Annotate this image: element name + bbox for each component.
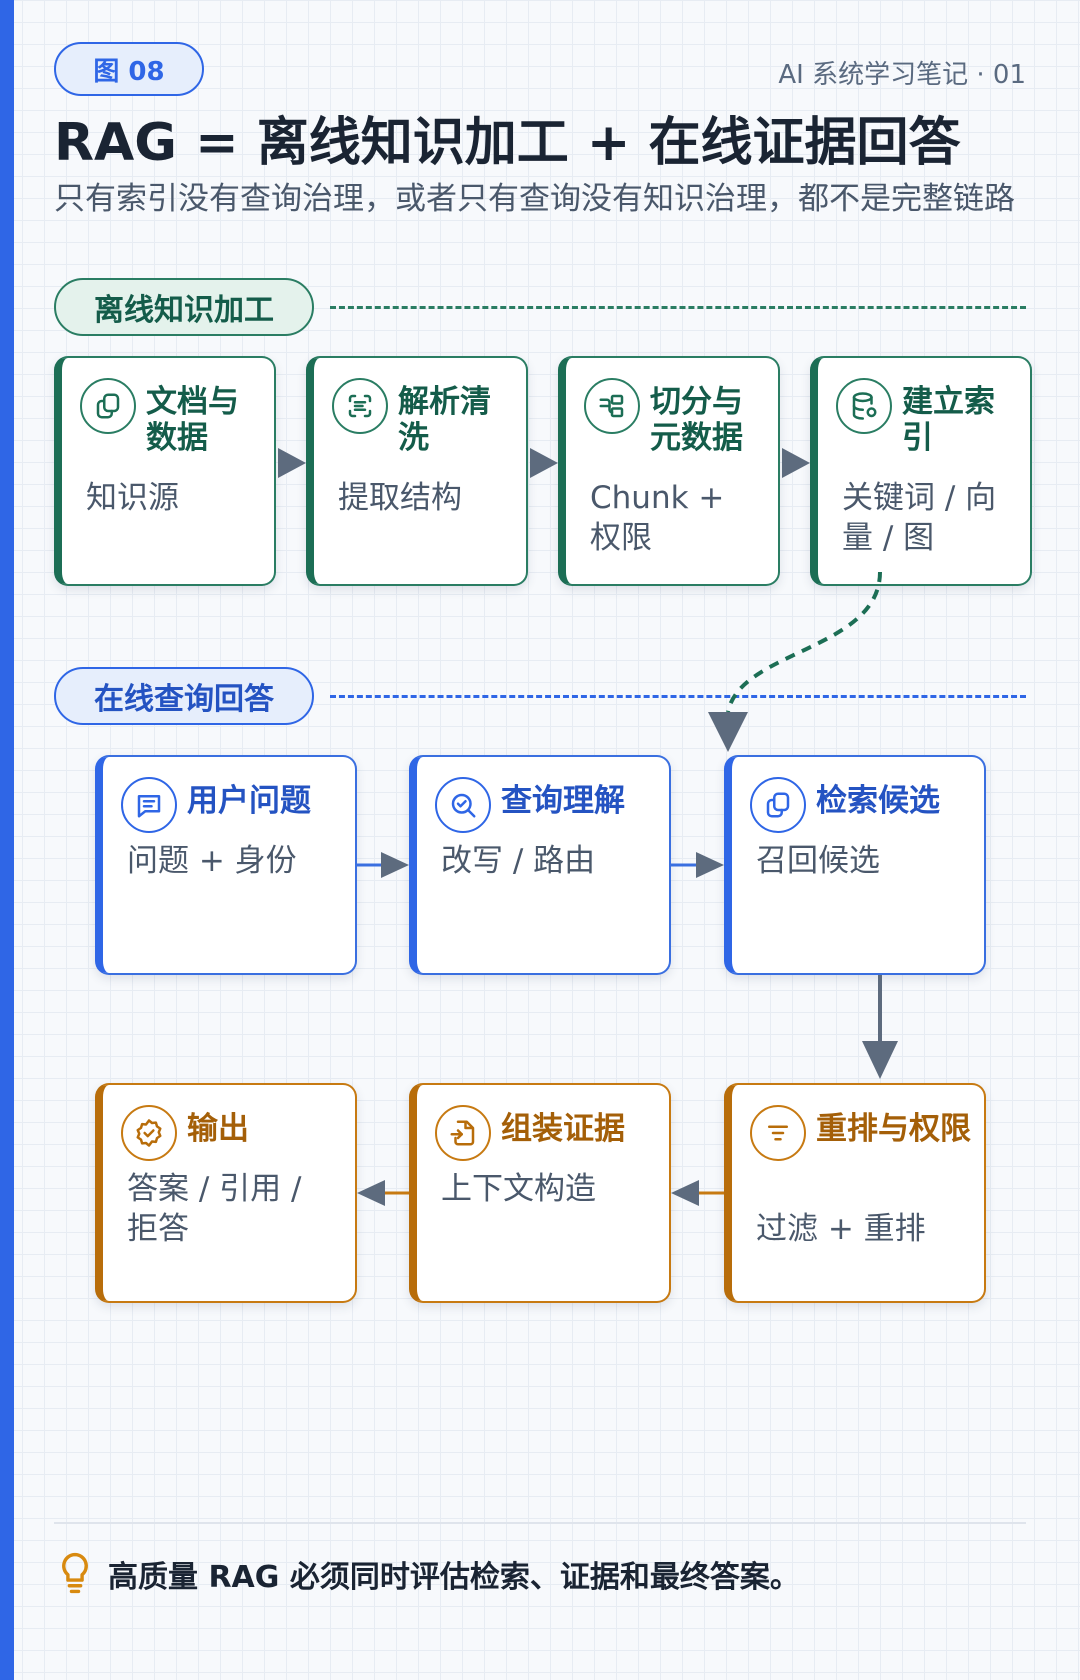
step-description: 关键词 / 向量 / 图	[842, 480, 997, 556]
online-step-query-understanding: 查询理解 改写 / 路由	[409, 755, 671, 975]
message-icon	[121, 777, 177, 833]
badge-check-icon	[121, 1105, 177, 1161]
step-title: 建立索引	[902, 384, 995, 456]
series-label: AI 系统学习笔记 · 01	[778, 60, 1026, 90]
online-section-divider	[330, 695, 1026, 698]
documents-icon	[80, 378, 136, 434]
assemble-icon	[435, 1105, 491, 1161]
step-title: 文档与数据	[146, 384, 239, 456]
step-description: 过滤 + 重排	[756, 1211, 926, 1247]
figure-badge: 图 08	[54, 42, 204, 96]
footer-note: 高质量 RAG 必须同时评估检索、证据和最终答案。	[108, 1560, 800, 1595]
step-description: 答案 / 引用 / 拒答	[127, 1171, 302, 1247]
offline-step-parse: 解析清洗 提取结构	[306, 356, 528, 586]
footer-divider	[54, 1522, 1026, 1524]
page-title: RAG = 离线知识加工 + 在线证据回答	[54, 113, 961, 173]
step-description: 上下文构造	[441, 1171, 596, 1207]
offline-step-index: 建立索引 关键词 / 向量 / 图	[810, 356, 1032, 586]
arrow-offline-3-4	[782, 448, 810, 478]
answer-step-rerank: 重排与权限 过滤 + 重排	[724, 1083, 986, 1303]
answer-step-output: 输出 答案 / 引用 / 拒答	[95, 1083, 357, 1303]
split-icon	[584, 378, 640, 434]
lightbulb-icon	[62, 1552, 88, 1594]
step-description: 改写 / 路由	[441, 843, 596, 879]
page-subtitle: 只有索引没有查询治理，或者只有查询没有知识治理，都不是完整链路	[54, 181, 1015, 217]
step-title: 用户问题	[187, 783, 311, 819]
offline-section-label: 离线知识加工	[54, 278, 314, 336]
step-title: 解析清洗	[398, 384, 491, 456]
online-step-question: 用户问题 问题 + 身份	[95, 755, 357, 975]
step-title: 检索候选	[816, 783, 940, 819]
step-title: 查询理解	[501, 783, 625, 819]
online-section-label: 在线查询回答	[54, 667, 314, 725]
step-title: 输出	[187, 1111, 249, 1147]
step-description: 问题 + 身份	[127, 843, 297, 879]
step-description: 知识源	[86, 480, 179, 516]
offline-step-split: 切分与元数据 Chunk + 权限	[558, 356, 780, 586]
search-icon	[435, 777, 491, 833]
offline-section-divider	[330, 306, 1026, 309]
step-title: 组装证据	[501, 1111, 625, 1147]
filter-icon	[750, 1105, 806, 1161]
step-title: 重排与权限	[816, 1111, 971, 1147]
left-accent-bar	[0, 0, 14, 1680]
step-title: 切分与元数据	[650, 384, 743, 456]
parse-icon	[332, 378, 388, 434]
arrow-index-to-retrieve	[726, 571, 882, 713]
answer-step-assemble: 组装证据 上下文构造	[409, 1083, 671, 1303]
step-description: Chunk + 权限	[590, 480, 725, 556]
copy-icon	[750, 777, 806, 833]
step-description: 提取结构	[338, 480, 462, 516]
database-icon	[836, 378, 892, 434]
offline-step-documents: 文档与数据 知识源	[54, 356, 276, 586]
step-description: 召回候选	[756, 843, 880, 879]
online-step-retrieve: 检索候选 召回候选	[724, 755, 986, 975]
arrow-offline-1-2	[278, 448, 306, 478]
arrow-offline-2-3	[530, 448, 558, 478]
